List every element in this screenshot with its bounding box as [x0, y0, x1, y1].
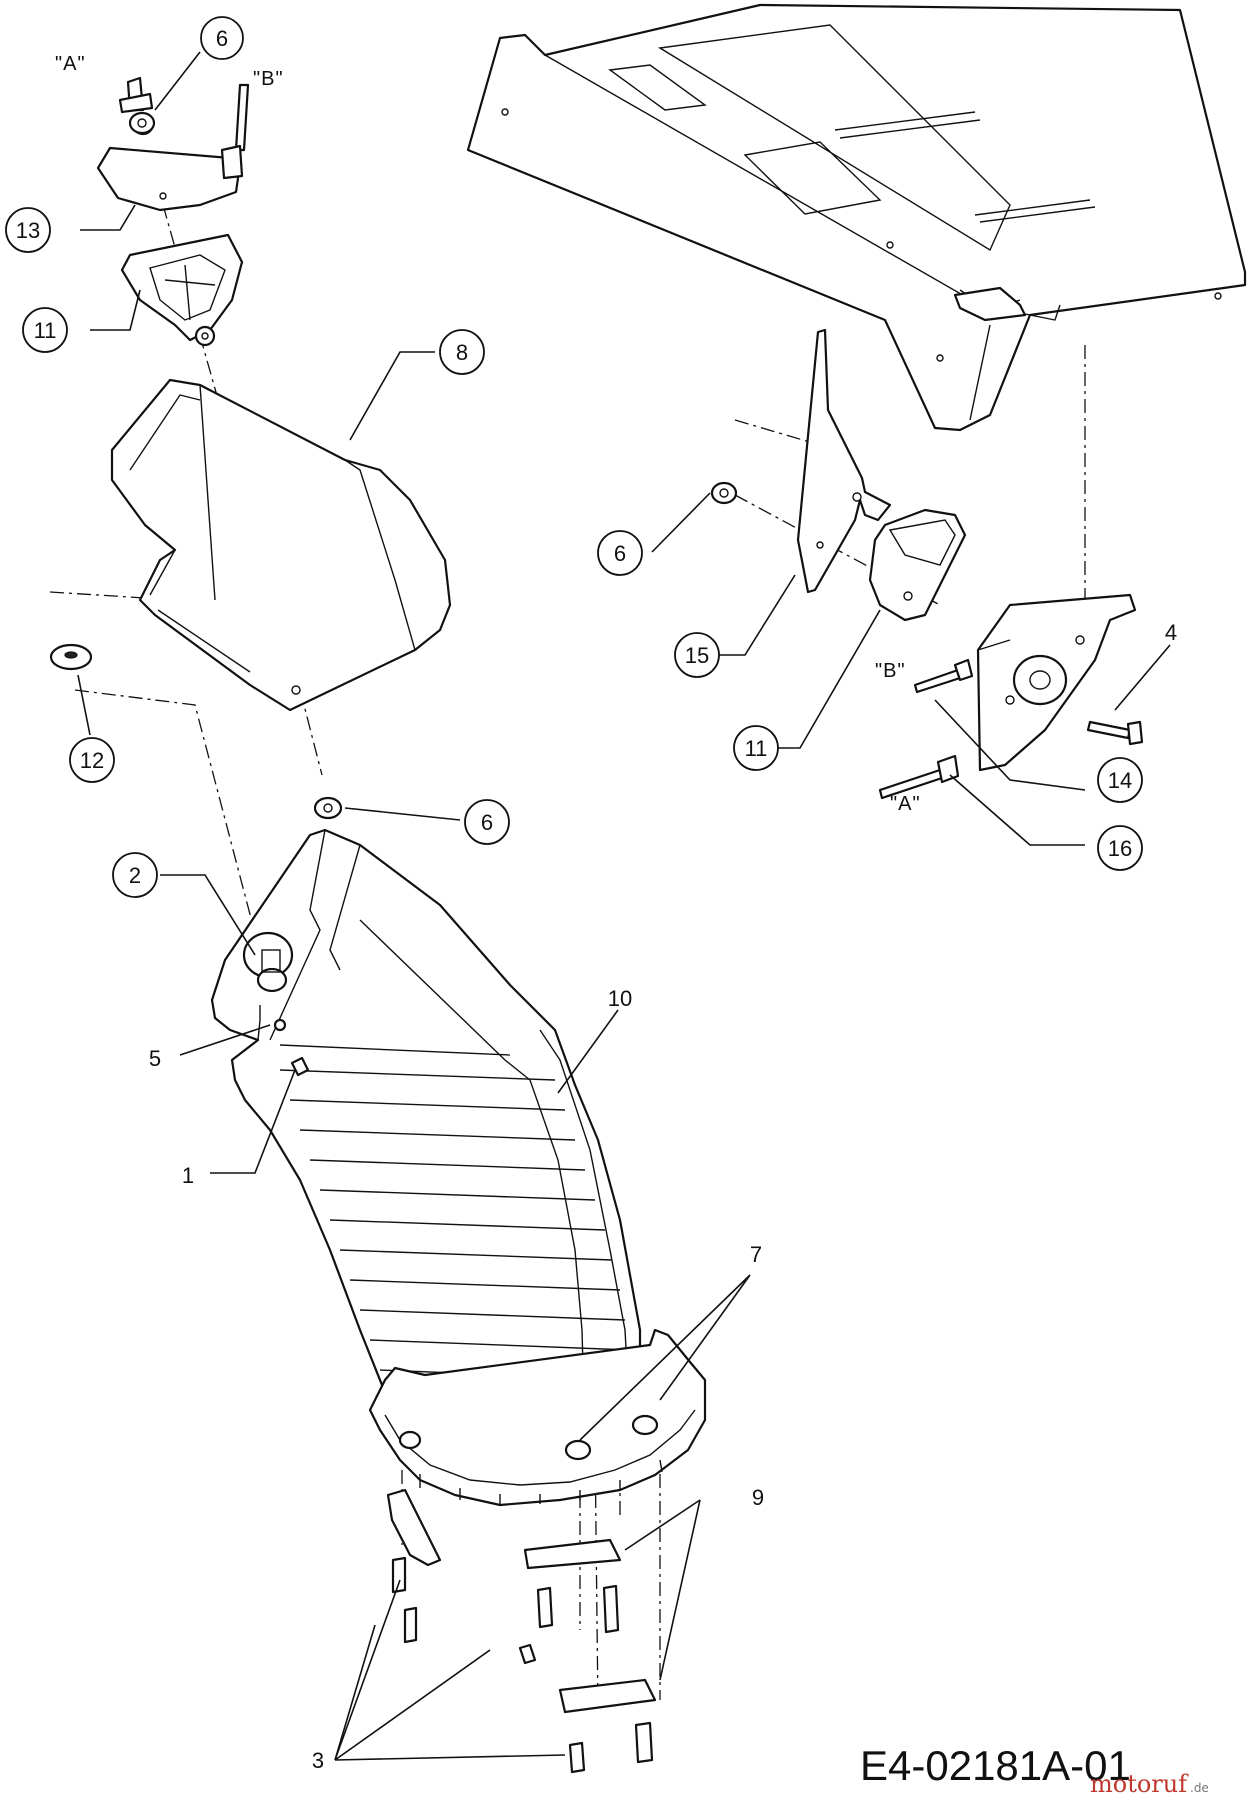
callout-2: 2: [112, 852, 158, 898]
callout-label: 5: [149, 1046, 161, 1071]
callout-13: 13: [5, 207, 51, 253]
callout-label: 6: [481, 810, 493, 835]
callout-label: 11: [745, 736, 768, 761]
callout-16: 16: [1097, 825, 1143, 871]
callout-6-middle: 6: [464, 799, 510, 845]
deflector-cap-8: [110, 378, 452, 712]
callout-11-left: 11: [22, 307, 68, 353]
callout-label: 6: [614, 541, 626, 566]
bolts-3: [391, 1556, 654, 1774]
reference-mark-a-top: "A": [55, 53, 86, 75]
leader-lines: [77, 51, 1171, 1761]
callout-14: 14: [1097, 757, 1143, 803]
callout-15: 15: [674, 632, 720, 678]
callout-6-top: 6: [200, 16, 244, 60]
callout-label: 13: [16, 218, 40, 243]
lever-plate-13: [96, 76, 250, 212]
callout-label: 12: [80, 748, 104, 773]
reference-mark-a-right: "A": [890, 793, 921, 815]
callout-label: 7: [750, 1242, 762, 1267]
callout-9: 9: [752, 1485, 764, 1510]
callout-11-right: 11: [733, 725, 779, 771]
callout-10: 10: [608, 986, 632, 1011]
cap-12: [49, 643, 93, 671]
callout-label: 4: [1165, 620, 1177, 645]
callout-label: 10: [608, 986, 632, 1011]
callout-5: 5: [149, 1046, 161, 1071]
clamps-9: [386, 1488, 657, 1714]
callout-label: 8: [456, 340, 468, 365]
pivot-bracket-11-right: [868, 508, 967, 622]
pivot-bracket-11-left: [120, 233, 244, 347]
callout-label: 15: [685, 643, 709, 668]
callout-label: 11: [34, 318, 57, 343]
callout-label: 9: [752, 1485, 764, 1510]
chute-base-flange: [368, 1328, 707, 1507]
watermark-brand: motoruf: [1090, 1770, 1189, 1798]
watermark-logo: motoruf .de: [1090, 1770, 1209, 1798]
bolts-right: [878, 658, 1144, 800]
callout-12: 12: [69, 737, 115, 783]
callout-label: 16: [1108, 836, 1132, 861]
watermark-suffix: .de: [1190, 1781, 1209, 1795]
reference-mark-b-top: "B": [253, 68, 284, 90]
washers-6: [128, 111, 738, 820]
callout-label: 14: [1108, 768, 1132, 793]
callout-label: 6: [216, 26, 228, 51]
drawing-number: E4-02181A-01: [860, 1742, 1131, 1789]
callout-label: 2: [129, 863, 141, 888]
reference-mark-b-right: "B": [875, 660, 906, 682]
callout-label: 1: [182, 1163, 194, 1188]
chute-mounting-frame: [466, 3, 1247, 432]
callout-4: 4: [1165, 620, 1177, 645]
callout-label: 3: [312, 1748, 324, 1773]
callout-6-right: 6: [597, 530, 643, 576]
callout-1: 1: [182, 1163, 194, 1188]
callout-3: 3: [312, 1748, 324, 1773]
callout-7: 7: [750, 1242, 762, 1267]
pivot-plate-15: [796, 328, 892, 594]
callout-8: 8: [439, 329, 485, 375]
mounting-bracket: [976, 593, 1137, 772]
